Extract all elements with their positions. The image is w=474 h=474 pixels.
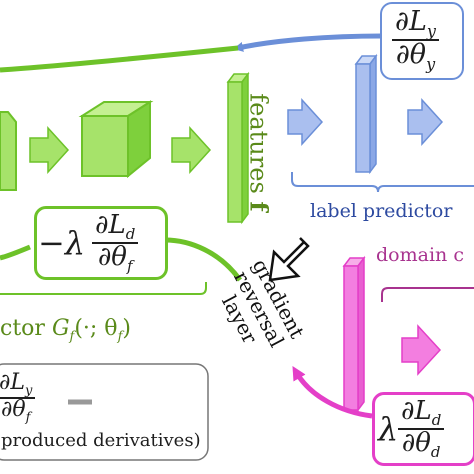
label-predictor-layer (354, 53, 378, 175)
domain-gradient-prefix: λ (378, 410, 399, 448)
domain-gradient-arrow (292, 365, 373, 419)
feature-gradient-prefix: −λ (38, 224, 86, 262)
feature-layer (226, 71, 250, 225)
feature-backprop-curve-bottom (164, 237, 243, 282)
feature-extractor-brace (0, 282, 207, 295)
domain-classifier-text: domain c (376, 244, 464, 266)
feature-backprop-curve-top (0, 45, 239, 73)
feature-gradient-fraction: ∂Ld ∂θf (92, 212, 139, 274)
domain-gradient-fraction: ∂Ld ∂θd (398, 398, 445, 460)
conv-block-1 (0, 111, 17, 191)
label-gradient-arrow (233, 33, 383, 52)
conv-block-2 (78, 100, 154, 179)
feature-backprop-curve-left (0, 244, 31, 261)
legend-box (0, 363, 209, 461)
magenta-arrow (401, 324, 442, 376)
label-predictor-text: label predictor (310, 200, 453, 222)
green-arrow-1 (29, 126, 70, 174)
green-arrow-2 (171, 126, 212, 174)
gradient-reversal-arrow (268, 237, 310, 282)
blue-arrow-1 (287, 98, 324, 146)
features-label: features f (244, 93, 274, 212)
label-predictor-brace (291, 172, 474, 193)
feature-extractor-text: ctor Gf(·; θf) (0, 316, 131, 345)
blue-arrow-2 (407, 98, 444, 146)
domain-classifier-brace (381, 287, 474, 302)
domain-gradient-box (372, 392, 474, 466)
label-gradient-fraction: ∂Ly ∂θy (392, 8, 439, 73)
domain-classifier-layer (342, 255, 366, 413)
legend-caption: (produced derivatives) (0, 430, 201, 451)
legend-fraction: ∂Ly ∂θf (0, 372, 36, 425)
